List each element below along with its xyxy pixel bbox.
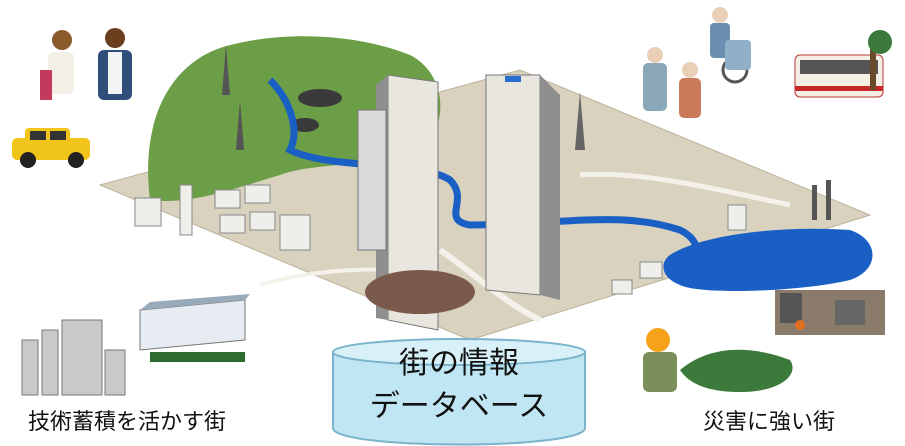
tree [575, 92, 585, 150]
tree [222, 45, 230, 95]
database-subtitle: データベース [369, 389, 549, 424]
caption-technology-city: 技術蓄積を活かす街 [28, 410, 227, 435]
tower-roof-mark [505, 76, 521, 82]
pond [298, 89, 342, 107]
tree [236, 100, 244, 150]
factory-icon [21, 319, 126, 396]
people-icon [40, 28, 132, 100]
database-title: 街の情報 [399, 346, 519, 381]
caption-disaster-resilient-city: 災害に強い街 [703, 410, 836, 435]
tower-right [485, 74, 541, 296]
school-icon [139, 294, 250, 362]
road [579, 171, 791, 208]
disaster-site-icon [775, 290, 885, 335]
chimney [826, 180, 831, 220]
car-icon [12, 128, 90, 168]
river [267, 77, 700, 268]
chimney [812, 185, 817, 220]
low-buildings [134, 184, 747, 295]
construction-worker-icon [643, 328, 793, 392]
plaza [365, 270, 475, 314]
lake [663, 228, 873, 292]
elderly-icon [643, 7, 751, 118]
database-cylinder [332, 338, 586, 446]
building [357, 109, 387, 251]
pond [291, 118, 319, 132]
bus-icon [794, 30, 892, 98]
tower-right-side [540, 75, 560, 300]
